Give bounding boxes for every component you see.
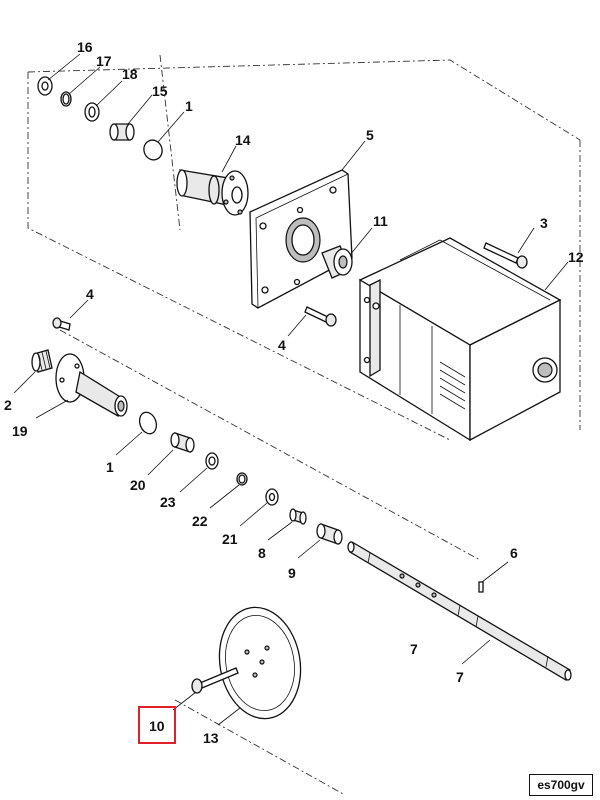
- callout-1-upper: 1: [185, 98, 193, 114]
- callout-19: 19: [12, 423, 28, 439]
- part-11-coupling: [321, 245, 353, 279]
- part-2-knob: [31, 349, 53, 373]
- callout-16: 16: [77, 39, 93, 55]
- callout-23: 23: [160, 494, 176, 510]
- callout-22: 22: [192, 513, 208, 529]
- part-10-bolt: [191, 667, 239, 694]
- part-4-screw-left: [52, 317, 71, 331]
- part-15-bearing: [109, 123, 135, 141]
- part-17-snap-ring: [60, 91, 72, 107]
- assembly-boundary-dashed: [27, 54, 581, 796]
- part-16-washer: [37, 76, 53, 96]
- callout-2: 2: [4, 397, 12, 413]
- callout-7-floating: 7: [410, 641, 418, 657]
- callout-5: 5: [366, 127, 374, 143]
- part-14-flanged-shaft: [176, 169, 249, 216]
- part-8-bushing: [289, 508, 307, 525]
- callout-14: 14: [235, 132, 251, 148]
- part-18-washer: [84, 102, 100, 122]
- part-7-shaft: [347, 540, 572, 681]
- callout-labels: 16 17 18 15 1 14 5 11 3 12 4 4 2 19 1 20…: [4, 39, 584, 746]
- callout-9: 9: [288, 565, 296, 581]
- callout-7: 7: [456, 669, 464, 685]
- part-3-screw: [483, 242, 528, 269]
- callout-1-lower: 1: [106, 459, 114, 475]
- part-19-flanged-shaft: [55, 353, 128, 418]
- part-6-key: [478, 581, 484, 593]
- part-4-screw-center: [304, 306, 337, 327]
- callout-6: 6: [510, 545, 518, 561]
- part-12-motor: [358, 237, 562, 442]
- reference-code: es700gv: [537, 778, 585, 792]
- part-9-bearing: [316, 523, 343, 545]
- callout-11: 11: [373, 213, 388, 229]
- part-13-disc: [218, 606, 302, 720]
- callout-12: 12: [568, 249, 584, 265]
- callout-21: 21: [222, 531, 238, 547]
- callout-10: 10: [149, 718, 165, 734]
- part-23-washer: [205, 452, 219, 470]
- callout-20: 20: [130, 477, 146, 493]
- reference-code-box: es700gv: [529, 774, 593, 796]
- part-1-o-ring-lower: [138, 411, 158, 435]
- highlight-box-callout-10: [138, 706, 176, 744]
- part-1-o-ring-upper: [143, 139, 163, 161]
- callout-15: 15: [152, 83, 168, 99]
- callout-18: 18: [122, 66, 138, 82]
- part-20-bearing: [170, 432, 195, 453]
- callout-8: 8: [258, 545, 266, 561]
- callout-4-left: 4: [86, 286, 94, 302]
- callout-3: 3: [540, 215, 548, 231]
- callout-4-center: 4: [278, 337, 286, 353]
- part-21-washer: [265, 488, 279, 506]
- leader-lines: [13, 53, 569, 726]
- callout-17: 17: [96, 53, 112, 69]
- part-22-snap-ring: [236, 472, 248, 486]
- callout-13: 13: [203, 730, 219, 746]
- part-5-mounting-plate: [249, 169, 353, 309]
